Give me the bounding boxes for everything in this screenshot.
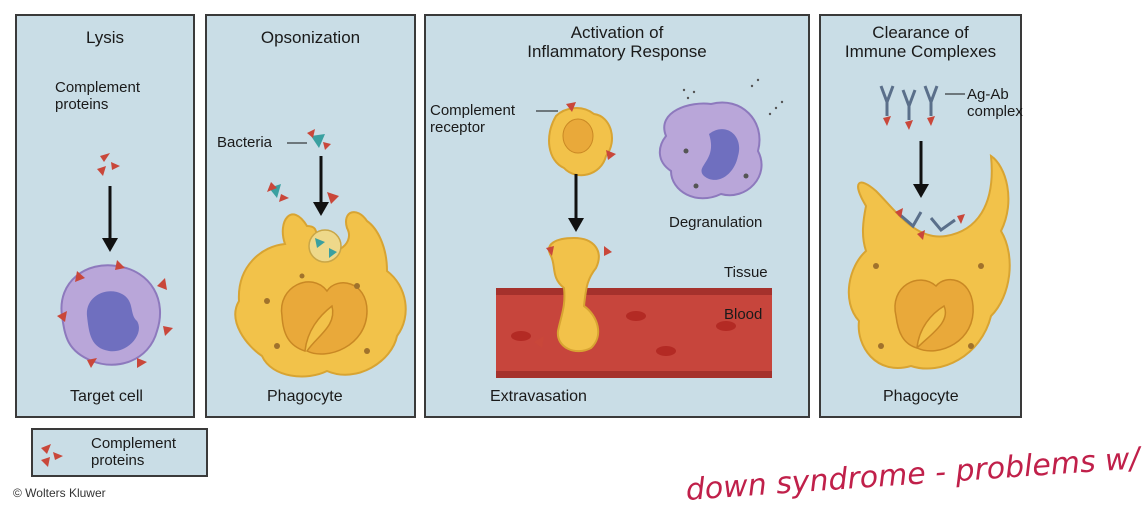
tissue-label: Tissue	[724, 264, 768, 281]
extravasation-caption: Extravasation	[490, 388, 587, 405]
arrowhead-icon	[913, 184, 929, 198]
bacteria-icon	[267, 129, 339, 204]
phagocyte-caption: Phagocyte	[883, 388, 959, 405]
lysis-panel: Lysis Complement proteins Target cell	[15, 14, 195, 418]
inflammation-title: Activation of Inflammatory Response	[527, 23, 707, 61]
ag-ab-complex-label: Ag-Ab complex	[967, 86, 1023, 120]
leukocyte-icon	[548, 102, 616, 177]
opsonization-panel: Opsonization Bacteria Phagocyte	[205, 14, 416, 418]
complement-proteins-label: Complement proteins	[55, 79, 141, 113]
opsonization-title: Opsonization	[260, 28, 361, 47]
phagocyte-icon	[234, 211, 407, 378]
extravasating-cell-icon	[534, 236, 612, 353]
bacteria-label: Bacteria	[217, 134, 273, 151]
clearance-title: Clearance of Immune Complexes	[844, 23, 997, 61]
target-cell-caption: Target cell	[70, 388, 143, 405]
copyright: © Wolters Kluwer	[13, 486, 106, 500]
lysis-illustration	[57, 153, 173, 368]
handwritten-annotation: down syndrome - problems w/ transendo	[685, 430, 1148, 508]
antibody-complex-icon	[879, 85, 939, 120]
arrowhead-icon	[313, 202, 329, 216]
clearance-illustration	[847, 85, 1011, 370]
phagocyte-icon	[847, 153, 1011, 370]
complement-receptor-label: Complement receptor	[430, 102, 516, 136]
legend: Complement proteins	[31, 428, 208, 477]
arrowhead-icon	[102, 238, 118, 252]
degranulation-label: Degranulation	[669, 214, 763, 231]
phagocyte-caption: Phagocyte	[267, 388, 343, 405]
legend-label: Complement proteins	[91, 435, 177, 469]
degranulating-cell-icon	[658, 78, 784, 200]
opsonization-illustration	[234, 129, 407, 378]
blood-vessel-icon	[496, 288, 772, 378]
clearance-panel: Clearance of Immune Complexes Ag-Ab comp…	[819, 14, 1023, 418]
blood-label: Blood	[724, 306, 763, 323]
target-cell-icon	[57, 260, 173, 368]
lysis-title: Lysis	[85, 28, 125, 47]
arrowhead-icon	[568, 218, 584, 232]
complement-protein-icon	[97, 153, 120, 176]
svg-text:down syndrome - problems w/ tr: down syndrome - problems w/ transendo	[685, 430, 1148, 508]
inflammation-illustration	[496, 78, 784, 378]
complement-protein-icon	[41, 444, 63, 467]
inflammation-panel: Activation of Inflammatory Response Comp…	[424, 14, 810, 418]
